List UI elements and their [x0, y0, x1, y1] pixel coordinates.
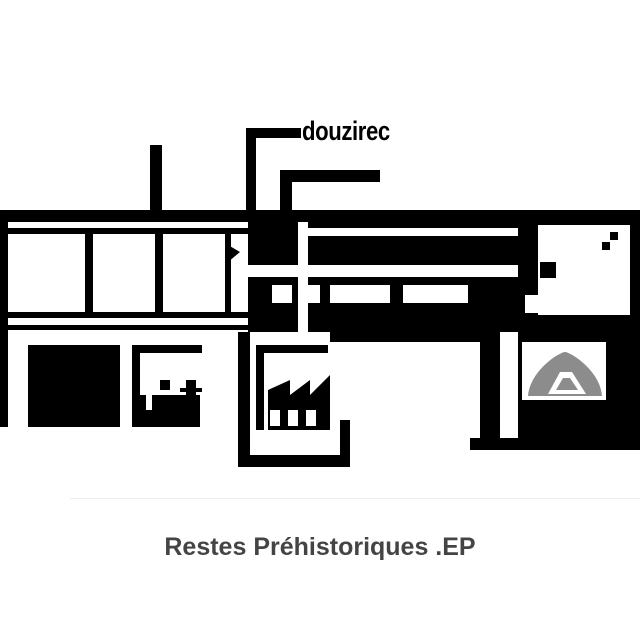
album-title: Restes Préhistoriques .EP: [164, 533, 476, 561]
divider: [70, 498, 640, 499]
artist-name: douzirec: [302, 116, 390, 146]
floor-plan-artwork: [0, 128, 640, 467]
